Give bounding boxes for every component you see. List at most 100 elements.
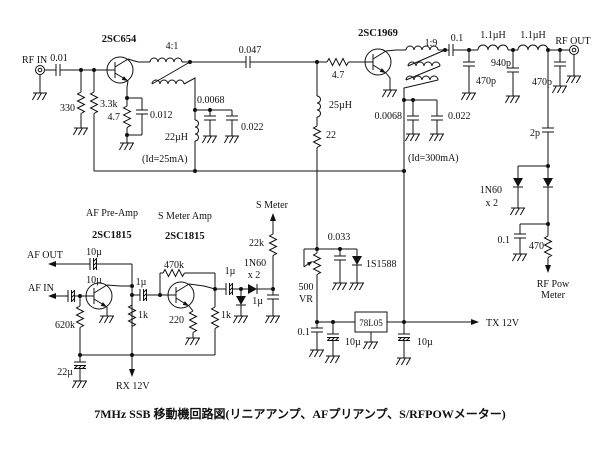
- part-label-78l05: 78L05: [359, 318, 383, 328]
- value-resistor-4.7-base: 4.7: [332, 70, 345, 81]
- cap-0.022-b: [430, 115, 444, 121]
- part-label-2sc654: 2SC654: [102, 34, 137, 45]
- resistor-22: [313, 125, 321, 148]
- value-cap-0.022-b: 0.022: [448, 111, 471, 122]
- cap-0.022-a: [225, 115, 239, 121]
- cap-10u-af-in: [67, 289, 75, 303]
- part-label-1n60-rf: 1N60: [480, 185, 502, 196]
- value-cap-0.047: 0.047: [239, 45, 262, 56]
- cap-0.1-regulator: [310, 327, 324, 333]
- cap-470p-a: [462, 61, 476, 67]
- regulator-78l05-box: [354, 311, 388, 333]
- cap-10u-af-out: [89, 257, 97, 271]
- cap-1u-detector: [225, 282, 233, 296]
- value-cap-1u-detector: 1µ: [225, 266, 236, 277]
- vr-wiper-arrow: [306, 261, 313, 266]
- resistor-4.7-emitter: [123, 105, 131, 128]
- choke-25uh: [316, 95, 321, 118]
- transformer-4to1-winding1: [149, 57, 183, 63]
- resistor-330: [77, 91, 85, 114]
- af-in-arrow: [48, 293, 56, 299]
- note-id-25ma: (Id=25mA): [142, 154, 188, 165]
- port-label-rf-pow-2: Meter: [541, 290, 566, 301]
- port-label-s-meter: S Meter: [256, 200, 289, 211]
- value-resistor-4.7-emitter: 4.7: [108, 112, 121, 123]
- value-resistor-3.3k: 3.3k: [100, 99, 118, 110]
- resistor-4.7-base: [326, 58, 349, 66]
- port-label-af-out: AF OUT: [27, 250, 63, 261]
- cap-0.012: [135, 109, 149, 115]
- port-label-rf-in: RF IN: [22, 55, 47, 66]
- value-vr-500: 500: [299, 282, 314, 293]
- ratio-transformer-4to1: 4:1: [166, 41, 179, 52]
- value-resistor-1k-b: 1k: [221, 310, 231, 321]
- value-resistor-470: 470: [529, 241, 544, 252]
- transistor-2sc1815-a: [85, 282, 113, 310]
- cap-0.033: [333, 255, 347, 261]
- value-cap-10u-in: 10µ: [86, 275, 102, 286]
- value-cap-0.1-output: 0.1: [451, 33, 464, 44]
- cap-470p-b: [553, 61, 567, 67]
- value-resistor-1k-a: 1k: [138, 310, 148, 321]
- value-resistor-470k: 470k: [164, 260, 184, 271]
- port-label-af-in: AF IN: [28, 283, 54, 294]
- potentiometer-500vr: [313, 252, 321, 275]
- cap-10u-regulator-b: [397, 333, 411, 341]
- components: [31, 43, 582, 389]
- stage-label-af-pre-amp: AF Pre-Amp: [86, 208, 138, 219]
- af-out-arrow: [48, 261, 56, 267]
- s-meter-arrow: [270, 213, 276, 221]
- value-cap-0.1-regulator: 0.1: [298, 327, 311, 338]
- part-label-2sc1969: 2SC1969: [358, 28, 398, 39]
- transistor-2sc1815-b: [167, 281, 195, 309]
- value-cap-10u-reg-a: 10µ: [345, 337, 361, 348]
- part-label-2sc1815-b: 2SC1815: [165, 231, 205, 242]
- port-label-rf-pow-1: RF Pow: [537, 279, 570, 290]
- resistor-1k-b: [211, 306, 219, 329]
- cap-0.047: [245, 55, 251, 69]
- value-resistor-620k: 620k: [55, 320, 75, 331]
- value-cap-940p: 940p: [491, 58, 511, 69]
- diode-1n60-af-shunt: [235, 295, 247, 306]
- value-cap-470p-a: 470p: [476, 76, 496, 87]
- port-label-rf-out: RF OUT: [555, 36, 590, 47]
- schematic-caption: 7MHz SSB 移動機回路図(リニアアンプ、AFプリアンプ、S/RFPOWメー…: [94, 406, 506, 421]
- transformer-4to1-winding2: [151, 79, 185, 85]
- cap-0.1-detector: [513, 233, 527, 239]
- resistor-22k: [269, 233, 277, 256]
- value-cap-0.1-detector: 0.1: [498, 235, 511, 246]
- rx-12v-arrow: [129, 369, 135, 377]
- value-cap-0.012: 0.012: [150, 110, 173, 121]
- diode-1n60-af-series: [247, 283, 258, 295]
- inductor-1.1uh-a: [477, 44, 509, 51]
- qty-label-1n60-af: x 2: [248, 270, 261, 281]
- cap-0.01: [55, 63, 61, 77]
- value-resistor-220: 220: [169, 315, 184, 326]
- port-label-rx-12v: RX 12V: [116, 381, 150, 392]
- value-cap-22u: 22µ: [57, 367, 73, 378]
- value-cap-470p-b: 470p: [532, 77, 552, 88]
- resistor-620k: [76, 305, 84, 328]
- cap-10u-regulator-a: [326, 333, 340, 341]
- value-cap-10u-out: 10µ: [86, 247, 102, 258]
- value-inductor-1.1uh-b: 1.1µH: [520, 30, 545, 41]
- value-cap-0.0068-b: 0.0068: [375, 111, 403, 122]
- value-cap-0.022-a: 0.022: [241, 122, 264, 133]
- value-choke-22uh: 22µH: [165, 132, 188, 143]
- value-cap-1u-coupling: 1µ: [136, 277, 147, 288]
- cap-1u-coupling: [139, 288, 147, 302]
- cap-1u-filter: [266, 294, 280, 300]
- choke-22uh: [194, 119, 199, 142]
- part-label-1s1588: 1S1588: [366, 259, 397, 270]
- cap-2p: [541, 127, 555, 133]
- value-inductor-1.1uh-a: 1.1µH: [480, 30, 505, 41]
- labels: RF IN 0.01 2SC654 330 3.3k 4.7 0.012 4:1…: [22, 28, 591, 421]
- cap-22u: [73, 361, 87, 369]
- value-cap-2p: 2p: [530, 128, 540, 139]
- resistor-220: [189, 310, 197, 333]
- value-choke-25uh: 25µH: [329, 100, 352, 111]
- value-resistor-22k: 22k: [249, 238, 264, 249]
- value-resistor-330: 330: [60, 103, 75, 114]
